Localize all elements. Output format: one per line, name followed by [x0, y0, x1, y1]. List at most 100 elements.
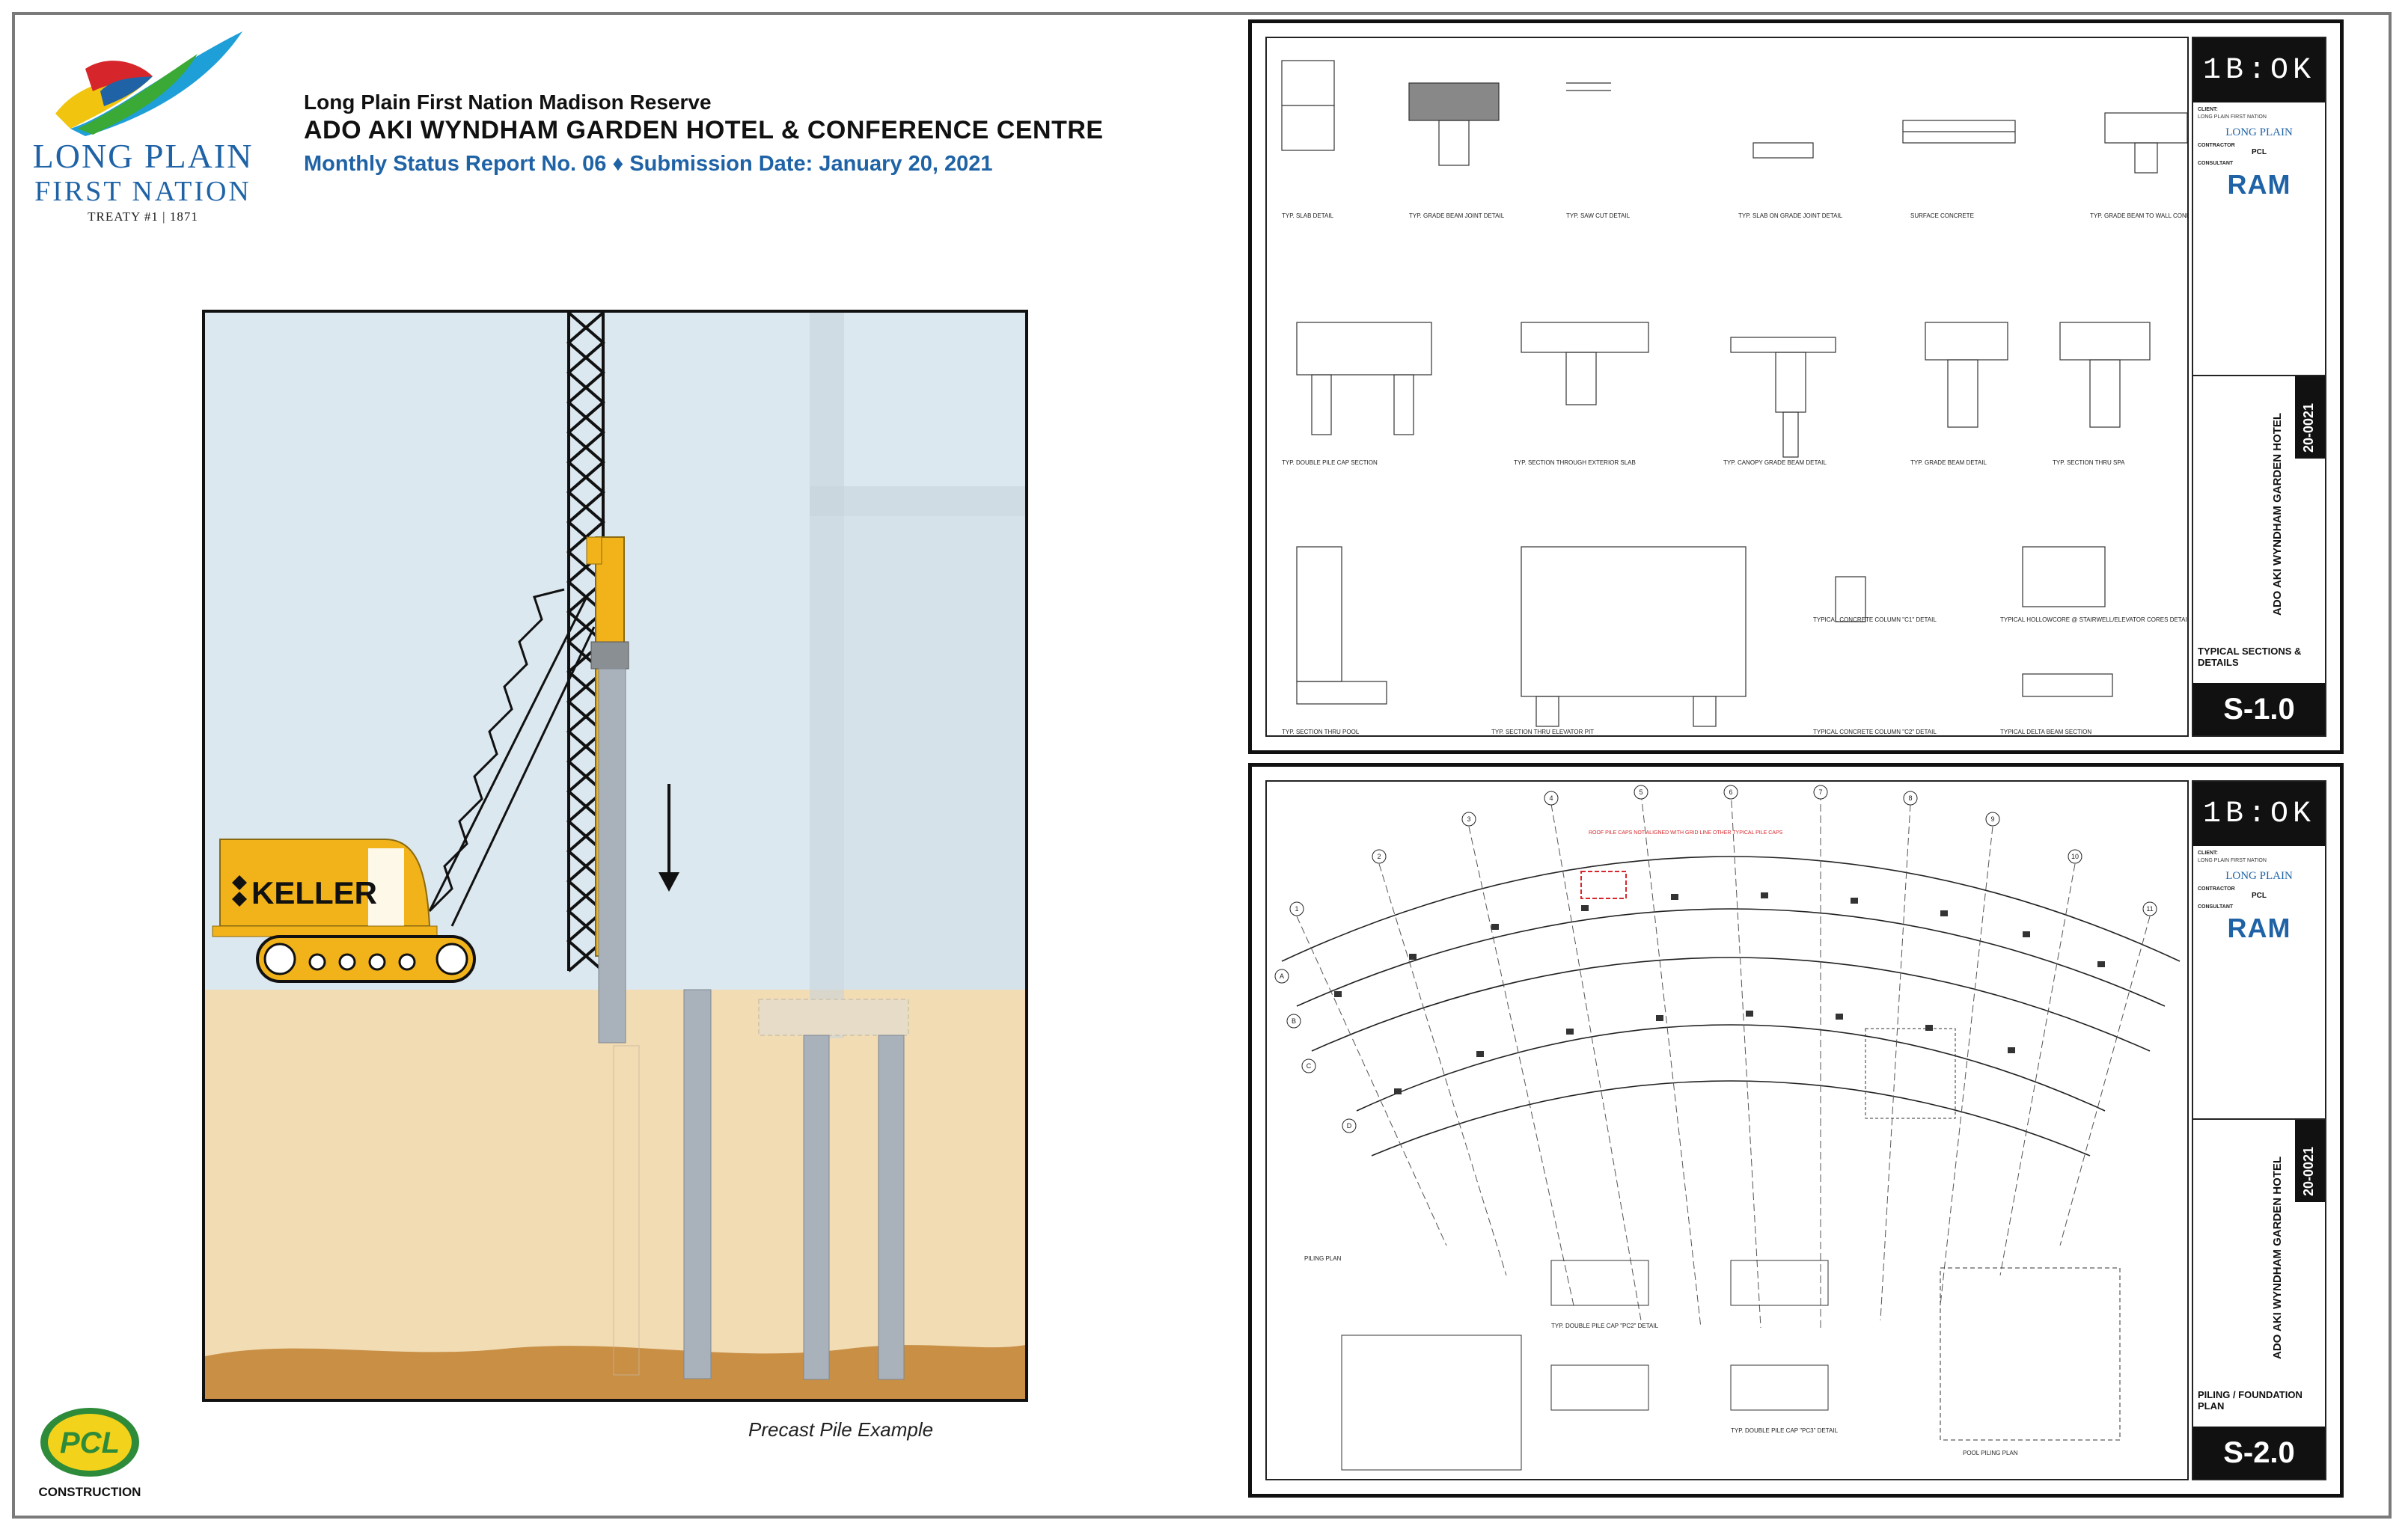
- sheet-s2-plan: ROOF PILE CAPS NOT ALIGNED WITH GRID LIN…: [1265, 780, 2189, 1480]
- project-block: 20-0021 ADO AKI WYNDHAM GARDEN HOTEL: [2193, 1118, 2325, 1367]
- contractor-label: CONTRACTOR: [2198, 143, 2235, 148]
- detail-label: TYP. SECTION THRU POOL: [1282, 729, 1360, 735]
- project-number-box: [2295, 1120, 2325, 1202]
- detail-label: TYP. SECTION THRU SPA: [2053, 459, 2125, 466]
- consultant-logo: RAM: [2227, 913, 2291, 943]
- logo-name-2: FIRST NATION: [34, 176, 251, 207]
- pcl-label: CONSTRUCTION: [39, 1485, 141, 1499]
- grid-bubble: 9: [1990, 815, 1994, 823]
- detail-label: POOL PILING PLAN: [1963, 1450, 2018, 1456]
- firm-logo: 1B:OK: [2193, 782, 2325, 846]
- installed-pile: [878, 1035, 905, 1380]
- machine-brand-label: KELLER: [251, 875, 377, 910]
- long-plain-wordmark: LONG PLAIN FIRST NATION TREATY #1 | 1871: [27, 138, 259, 224]
- detail-label: TYP. DOUBLE PILE CAP "PC2" DETAIL: [1551, 1323, 1659, 1329]
- grid-bubble: 1: [1295, 905, 1298, 913]
- detail-label: TYPICAL HOLLOWCORE @ STAIRWELL/ELEVATOR …: [2000, 616, 2189, 623]
- feather-icon: [55, 31, 242, 136]
- crawler-track: [256, 935, 476, 983]
- logo-treaty: TREATY #1 | 1871: [88, 209, 198, 224]
- illustration-caption: Precast Pile Example: [748, 1418, 934, 1441]
- project-number: 20-0021: [2301, 402, 2316, 453]
- pile-cap: [758, 999, 909, 1036]
- long-plain-logo: [25, 24, 265, 226]
- redline-note: ROOF PILE CAPS NOT ALIGNED WITH GRID LIN…: [1589, 830, 1783, 836]
- grid-bubble: 4: [1549, 794, 1553, 802]
- client-name: LONG PLAIN FIRST NATION: [2198, 114, 2267, 120]
- detail-label: TYP. DOUBLE PILE CAP SECTION: [1282, 459, 1378, 466]
- grid-bubble: C: [1307, 1062, 1312, 1070]
- project-number-box: [2295, 376, 2325, 459]
- redline-cloud: [1580, 871, 1627, 899]
- detail-label: TYP. SLAB DETAIL: [1282, 212, 1334, 219]
- detail-label: TYP. SECTION THROUGH EXTERIOR SLAB: [1514, 459, 1636, 466]
- crane-boom: [428, 588, 596, 927]
- detail-label: TYP. GRADE BEAM DETAIL: [1910, 459, 1987, 466]
- grid-bubble: 5: [1639, 788, 1642, 796]
- grid-bubble: 10: [2071, 853, 2079, 860]
- sections-details-drawing: TYP. SLAB DETAIL TYP. GRADE BEAM JOINT D…: [1281, 60, 2189, 735]
- detail-label: SURFACE CONCRETE: [1910, 212, 1974, 219]
- pile-driving-illustration: KELLER: [202, 310, 1028, 1402]
- grid-bubble: 6: [1729, 788, 1732, 796]
- detail-label: TYP. GRADE BEAM TO WALL CONNECTION DETAI…: [2090, 212, 2189, 219]
- installed-pile: [803, 1035, 830, 1380]
- client-logo: LONG PLAIN: [2225, 126, 2293, 138]
- detail-label: TYP. CANOPY GRADE BEAM DETAIL: [1723, 459, 1827, 466]
- report-header: Long Plain First Nation Madison Reserve …: [304, 90, 1104, 183]
- sheet-number: S-2.0: [2193, 1427, 2325, 1479]
- report-subtitle: Monthly Status Report No. 06 ♦ Submissio…: [304, 152, 993, 176]
- drawing-sheet-s1: TYP. SLAB DETAIL TYP. GRADE BEAM JOINT D…: [1248, 19, 2344, 754]
- logo-name-1: LONG PLAIN: [32, 137, 254, 175]
- project-block: 20-0021 ADO AKI WYNDHAM GARDEN HOTEL: [2193, 375, 2325, 623]
- driven-pile: [598, 668, 626, 1044]
- detail-label: TYP. SECTION THRU ELEVATOR PIT: [1491, 729, 1594, 735]
- consultant-label: CONSULTANT: [2198, 904, 2234, 910]
- detail-label: PILING PLAN: [1304, 1255, 1342, 1262]
- client-logo: LONG PLAIN: [2225, 870, 2293, 882]
- client-label: CLIENT:: [2198, 851, 2218, 856]
- contractor-name: PCL: [2252, 148, 2267, 156]
- project-name: ADO AKI WYNDHAM GARDEN HOTEL: [2271, 412, 2284, 616]
- project-title: ADO AKI WYNDHAM GARDEN HOTEL & CONFERENC…: [304, 116, 1104, 144]
- title-block-s1: 1B:OK CLIENT: LONG PLAIN FIRST NATION LO…: [2192, 37, 2326, 737]
- grid-bubble: 2: [1377, 853, 1381, 860]
- consultant-logo: RAM: [2227, 169, 2291, 200]
- grid-bubble: 8: [1908, 794, 1912, 802]
- project-number: 20-0021: [2301, 1146, 2316, 1196]
- header-line-1: Long Plain First Nation Madison Reserve: [304, 91, 712, 114]
- sheet-title: TYPICAL SECTIONS & DETAILS: [2198, 646, 2302, 668]
- project-name: ADO AKI WYNDHAM GARDEN HOTEL: [2271, 1156, 2284, 1359]
- sheet-s1-details: TYP. SLAB DETAIL TYP. GRADE BEAM JOINT D…: [1265, 37, 2189, 737]
- sheet-title: PILING / FOUNDATION PLAN: [2198, 1389, 2302, 1412]
- piling-plan-drawing: ROOF PILE CAPS NOT ALIGNED WITH GRID LIN…: [1274, 785, 2181, 1471]
- consultant-label: CONSULTANT: [2198, 161, 2234, 166]
- grid-bubble: 7: [1818, 788, 1822, 796]
- page-border: [12, 12, 2392, 1519]
- pile-driving-drawing: KELLER: [205, 313, 1025, 1399]
- client-name: LONG PLAIN FIRST NATION: [2198, 858, 2267, 863]
- contractor-name: PCL: [2252, 892, 2267, 900]
- grid-bubble: 3: [1467, 815, 1470, 823]
- grid-bubble: A: [1280, 972, 1284, 980]
- sheet-number: S-1.0: [2193, 683, 2325, 735]
- title-block-s2: 1B:OK CLIENT: LONG PLAIN FIRST NATION LO…: [2192, 780, 2326, 1480]
- pcl-logo: PCL CONSTRUCTION: [34, 1405, 154, 1506]
- grid-bubble: B: [1292, 1017, 1296, 1025]
- detail-label: TYPICAL DELTA BEAM SECTION: [2000, 729, 2091, 735]
- pile-guide: [613, 1045, 640, 1376]
- grid-bubble: 11: [2146, 905, 2153, 913]
- pcl-badge-text: PCL: [60, 1427, 120, 1459]
- detail-label: TYPICAL CONCRETE COLUMN "C1" DETAIL: [1813, 616, 1937, 623]
- detail-label: TYPICAL CONCRETE COLUMN "C2" DETAIL: [1813, 729, 1937, 735]
- detail-label: TYP. SAW CUT DETAIL: [1566, 212, 1631, 219]
- pcl-badge-icon: PCL CONSTRUCTION: [39, 1408, 141, 1499]
- detail-label: TYP. SLAB ON GRADE JOINT DETAIL: [1738, 212, 1843, 219]
- detail-label: TYP. GRADE BEAM JOINT DETAIL: [1409, 212, 1505, 219]
- detail-label: TYP. DOUBLE PILE CAP "PC3" DETAIL: [1731, 1427, 1839, 1434]
- grid-bubble: D: [1347, 1122, 1352, 1130]
- firm-logo: 1B:OK: [2193, 38, 2325, 102]
- contractor-label: CONTRACTOR: [2198, 886, 2235, 892]
- client-label: CLIENT:: [2198, 107, 2218, 112]
